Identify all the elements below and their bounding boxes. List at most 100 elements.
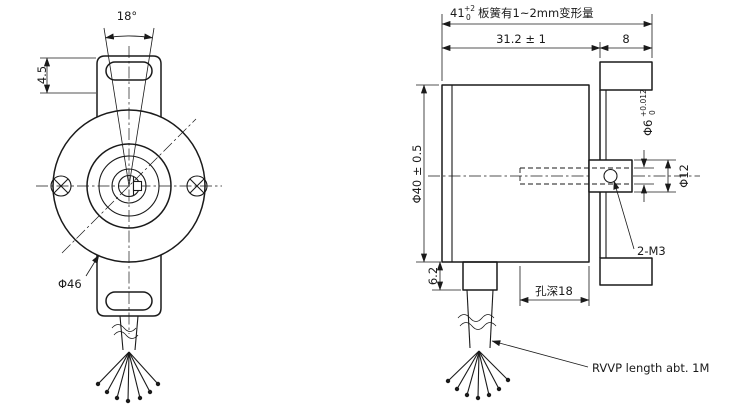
tab-height-label: 4.5: [35, 66, 49, 84]
dim-tab-height: 4.5: [35, 57, 96, 94]
wire: [106, 351, 130, 393]
cable-break-mark: [457, 314, 495, 322]
wire-end-dot: [464, 392, 470, 398]
callout-cable: RVVP length abt. 1M: [491, 340, 709, 375]
wire: [128, 351, 159, 385]
bore-diameter-value: Φ6: [641, 120, 655, 136]
wire: [116, 352, 130, 399]
wire: [478, 350, 509, 381]
leaf-spring-top-tab: [599, 61, 653, 91]
overall-length-tol-upper: +2: [464, 4, 475, 13]
bore-tol-lower: 0: [648, 110, 657, 115]
overall-length-note: 板簧有1~2mm变形量: [478, 6, 594, 20]
screw-cross-line: [189, 178, 205, 194]
wire: [128, 351, 151, 393]
leader-line: [491, 340, 589, 368]
front-top-tab: [96, 55, 162, 117]
side-wire-fan: [445, 350, 511, 401]
wire-end-dot: [486, 392, 492, 398]
angle-leg: [103, 27, 130, 187]
wire-end-dot: [505, 377, 511, 383]
overall-length-value: 41: [450, 6, 465, 20]
dim-bore-depth: 孔深18: [519, 266, 590, 306]
dim-hub-diameter: Φ12: [634, 159, 691, 193]
wire-end-dot: [95, 381, 101, 387]
screw-label: 2-M3: [637, 244, 666, 258]
cable-break-mark: [111, 324, 137, 332]
dim-angle-18: 18°: [103, 9, 155, 187]
body-diameter-label: Φ40 ± 0.5: [410, 145, 424, 204]
wire: [478, 350, 500, 390]
hub-diameter-label: Φ12: [677, 164, 691, 188]
wire: [127, 352, 130, 402]
front-centerline-diagonal: [61, 118, 197, 254]
flange-depth-label: 8: [622, 32, 629, 46]
front-outer-circle: [52, 109, 206, 263]
cable-edge: [466, 289, 471, 349]
callout-set-screws: 2-M3: [613, 180, 666, 258]
dim-overall-length: 41 +2 0 板簧有1~2mm变形量: [441, 4, 653, 81]
set-screw-hole: [603, 168, 618, 184]
cable-break-mark: [113, 331, 139, 339]
leader-line: [85, 254, 100, 277]
wire: [478, 351, 490, 396]
leaf-spring-bottom-tab: [599, 257, 653, 286]
dim-cable-boss-height: 6.2: [426, 261, 461, 291]
front-view: 18° 4.5 Φ46: [35, 9, 222, 404]
cable-boss: [462, 261, 498, 291]
front-top-slot: [105, 61, 153, 81]
wire-end-dot: [104, 389, 110, 395]
screw-circle: [50, 175, 72, 197]
screw-cross-line: [53, 178, 69, 194]
cable-break-mark: [459, 322, 497, 330]
bore-depth-label: 孔深18: [535, 284, 573, 298]
front-inner-circle: [98, 155, 160, 217]
wire: [466, 351, 480, 396]
dim-body-length: 31.2 ± 1: [441, 32, 601, 58]
cable-note: RVVP length abt. 1M: [592, 361, 709, 375]
wire: [97, 351, 130, 385]
cable-edge: [489, 289, 494, 349]
front-bottom-tab: [96, 255, 162, 317]
side-view: 41 +2 0 板簧有1~2mm变形量 31.2 ± 1 8 Φ40 ± 0.5: [410, 4, 709, 401]
shaft-hub-boss: [588, 159, 633, 193]
dim-bore-diameter: Φ6 +0.012 0: [634, 89, 657, 202]
wire-end-dot: [496, 386, 502, 392]
bore-tol-upper: +0.012: [639, 89, 648, 117]
overall-length-tol-lower: 0: [466, 13, 471, 22]
dim-outer-diameter: Φ46: [58, 254, 100, 291]
front-wire-fan: [95, 351, 161, 404]
angle-arc: [105, 33, 153, 40]
wire: [456, 350, 480, 390]
front-mid-circle: [86, 143, 172, 229]
front-screw-right: [186, 175, 208, 197]
outer-diameter-label: Φ46: [58, 277, 82, 291]
screw-circle: [186, 175, 208, 197]
wire-end-dot: [155, 381, 161, 387]
dim-flange-depth: 8: [599, 32, 653, 52]
wire-end-dot: [125, 398, 131, 404]
side-cable: [445, 289, 511, 401]
wire-end-dot: [475, 395, 481, 401]
wire-end-dot: [147, 389, 153, 395]
front-hub-circle: [111, 168, 147, 204]
leader-line: [613, 180, 635, 250]
wire: [447, 350, 480, 382]
cable-edge: [134, 315, 139, 351]
wire: [128, 352, 141, 399]
angle-leg: [128, 27, 155, 187]
body-length-label: 31.2 ± 1: [496, 32, 546, 46]
wire-end-dot: [445, 378, 451, 384]
front-screw-left: [50, 175, 72, 197]
wire: [477, 351, 480, 399]
wire-end-dot: [454, 386, 460, 392]
cable-boss-height-label: 6.2: [426, 267, 440, 285]
angle-label: 18°: [117, 9, 137, 23]
wire-end-dot: [114, 395, 120, 401]
cable-edge: [119, 315, 124, 351]
wire-end-dot: [137, 395, 143, 401]
dim-body-diameter: Φ40 ± 0.5: [410, 84, 441, 263]
